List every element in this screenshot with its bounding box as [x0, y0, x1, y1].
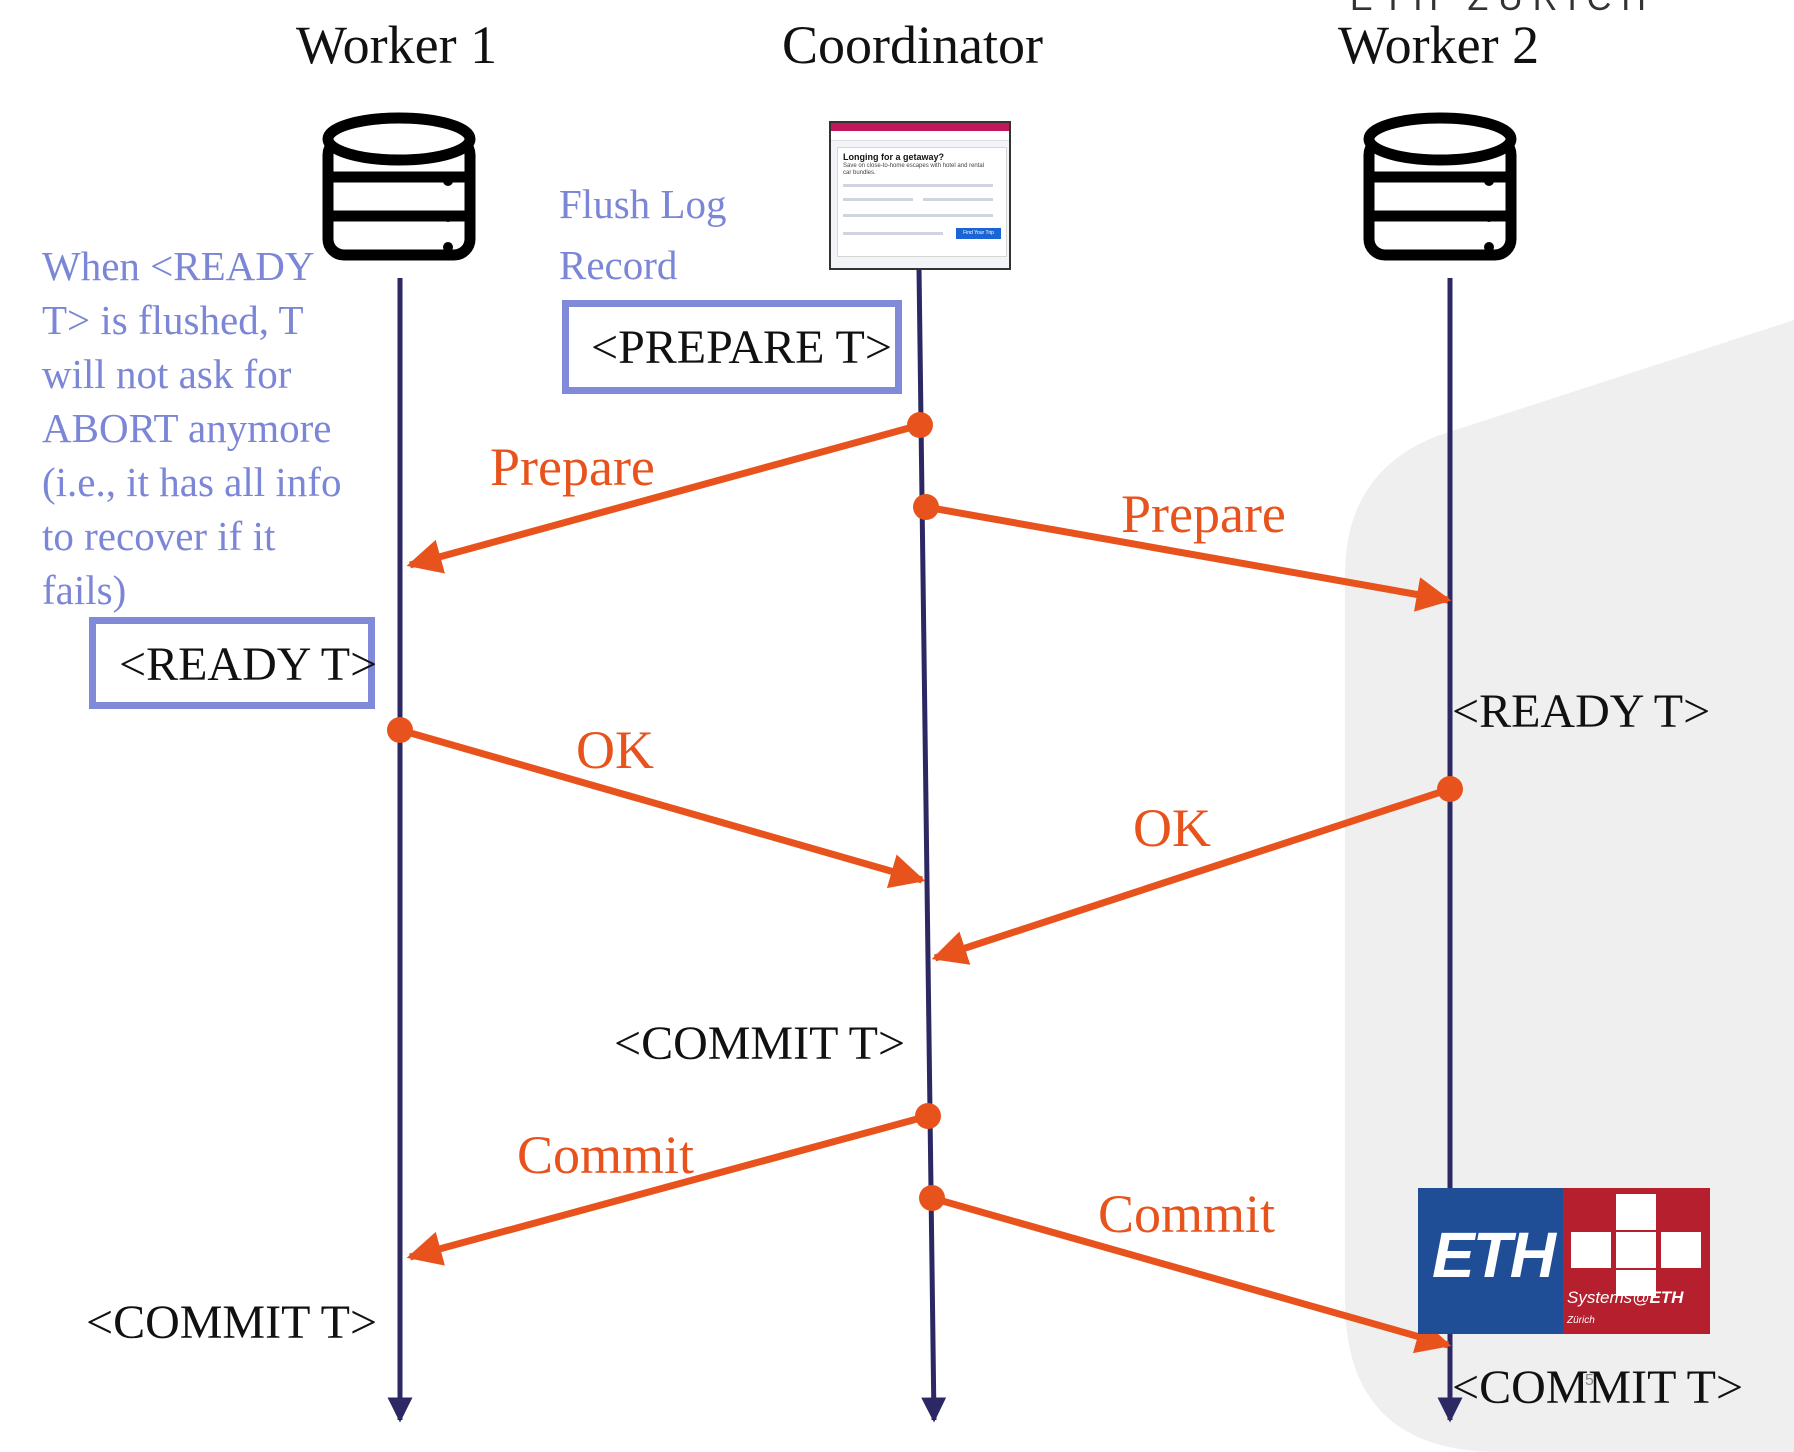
worker1-commit-log: <COMMIT T> [86, 1296, 378, 1349]
thumbnail-nav-bar [831, 131, 1009, 141]
ok-from-worker2-dot [1437, 776, 1463, 802]
commit-to-worker2-label: Commit [1098, 1184, 1276, 1244]
eth-logo-blue-panel: ETH [1418, 1188, 1563, 1334]
ready-note-line: T> is flushed, T [42, 297, 304, 343]
worker2-database-icon [1363, 112, 1517, 261]
prepare-to-worker1-label: Prepare [490, 437, 655, 497]
commit-to-worker2-dot [919, 1185, 945, 1211]
prepare-to-worker1-dot [907, 412, 933, 438]
ready-note-line: ABORT anymore [42, 405, 332, 451]
thumbnail-field [843, 214, 993, 217]
coordinator-lifeline [916, 267, 947, 1423]
ok-from-worker1-dot [387, 717, 413, 743]
commit-to-worker1-dot [915, 1103, 941, 1129]
travel-site-screenshot-icon: Longing for a getaway? Save on close-to-… [829, 121, 1011, 270]
page-number: 5 [1585, 1372, 1594, 1389]
worker1-title: Worker 1 [296, 15, 498, 75]
ready-log-highlight-box [89, 617, 375, 709]
eth-logo-mark: ETH [1432, 1219, 1556, 1291]
thumbnail-field [843, 232, 943, 235]
eth-cross-icon [1571, 1194, 1701, 1296]
flush-log-note-line2: Record [559, 242, 678, 288]
ok-from-worker2-label: OK [1133, 798, 1211, 858]
prepare-log-highlight-box [562, 300, 902, 394]
thumbnail-search-button: Find Your Trip [956, 228, 1001, 239]
ready-note-line: will not ask for [42, 351, 292, 397]
flush-log-note-line1: Flush Log [559, 181, 727, 227]
worker2-title: Worker 2 [1338, 15, 1540, 75]
eth-logo-red-panel: Systems@ETH Zürich [1563, 1188, 1710, 1334]
thumbnail-top-bar [831, 123, 1009, 131]
worker2-ready-log: <READY T> [1452, 685, 1711, 738]
ok-from-worker1-arrow [399, 726, 926, 889]
commit-to-worker2-arrow [931, 1194, 1452, 1354]
thumbnail-title: Longing for a getaway? [843, 152, 945, 162]
thumbnail-divider [843, 184, 993, 187]
worker1-database-icon [322, 112, 476, 261]
thumbnail-field [923, 198, 993, 201]
prepare-to-worker2-arrow [925, 503, 1452, 612]
worker2-commit-log: <COMMIT T> [1452, 1361, 1744, 1414]
ok-from-worker2-arrow [931, 785, 1452, 965]
thumbnail-card: Longing for a getaway? Save on close-to-… [837, 147, 1007, 257]
ready-note-line: to recover if it [42, 513, 276, 559]
commit-to-worker1-arrow [406, 1112, 929, 1266]
prepare-to-worker1-arrow [406, 421, 921, 574]
eth-systems-logo: ETH Systems@ETH Zürich [1418, 1188, 1710, 1334]
ready-note-line: fails) [42, 567, 127, 613]
prepare-to-worker2-dot [913, 494, 939, 520]
commit-to-worker1-label: Commit [517, 1125, 695, 1185]
coordinator-commit-log: <COMMIT T> [614, 1017, 906, 1070]
coordinator-prepare-log: <PREPARE T> [591, 321, 892, 374]
ready-note-line: When <READY [42, 243, 315, 289]
thumbnail-subtitle: Save on close-to-home escapes with hotel… [843, 163, 985, 176]
header-corner-text: ETH ZÜRICH [1350, 0, 1656, 19]
eth-logo-caption: Systems@ETH Zürich [1567, 1288, 1684, 1326]
prepare-to-worker2-label: Prepare [1121, 484, 1286, 544]
ready-note-line: (i.e., it has all info [42, 459, 342, 505]
thumbnail-field [843, 198, 913, 201]
worker1-ready-log: <READY T> [119, 638, 378, 691]
ok-from-worker1-label: OK [576, 720, 654, 780]
coordinator-title: Coordinator [782, 15, 1043, 75]
